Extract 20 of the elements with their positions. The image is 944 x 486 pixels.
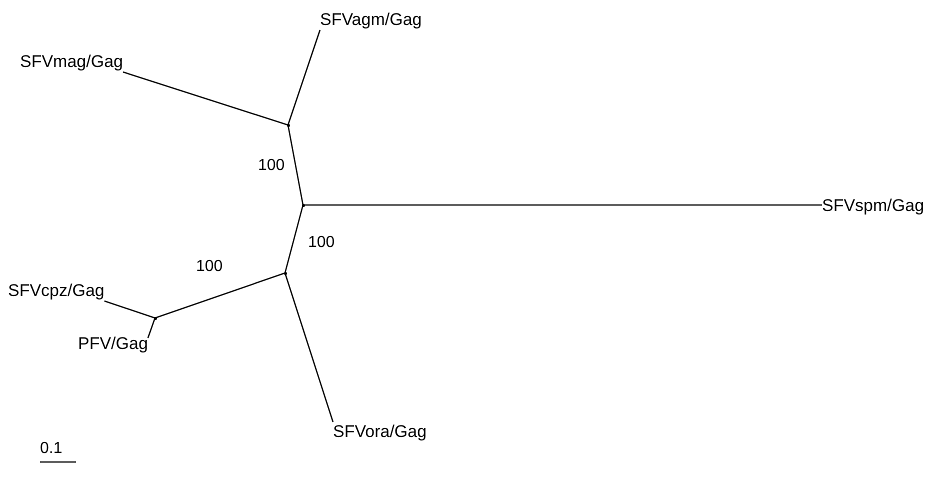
tree-branch xyxy=(154,272,286,319)
taxon-label: SFVagm/Gag xyxy=(320,10,422,30)
tree-branch xyxy=(104,300,156,319)
tree-branch xyxy=(287,30,321,126)
branch-point xyxy=(286,124,290,126)
tree-branch xyxy=(147,318,156,338)
tree-branch xyxy=(284,204,304,274)
tree-branch xyxy=(287,124,304,206)
tree-branch xyxy=(284,272,334,422)
scale-value: 0.1 xyxy=(40,439,62,459)
tree-branch xyxy=(122,71,288,126)
taxon-label: SFVcpz/Gag xyxy=(8,281,104,301)
taxon-label: SFVspm/Gag xyxy=(822,196,924,216)
taxon-label: SFVora/Gag xyxy=(333,422,427,442)
tree-branch xyxy=(303,204,822,206)
taxon-label: PFV/Gag xyxy=(78,334,148,354)
branch-point xyxy=(302,204,304,206)
branch-point xyxy=(284,272,286,274)
branch-point xyxy=(154,316,156,320)
taxon-label: SFVmag/Gag xyxy=(20,52,123,72)
